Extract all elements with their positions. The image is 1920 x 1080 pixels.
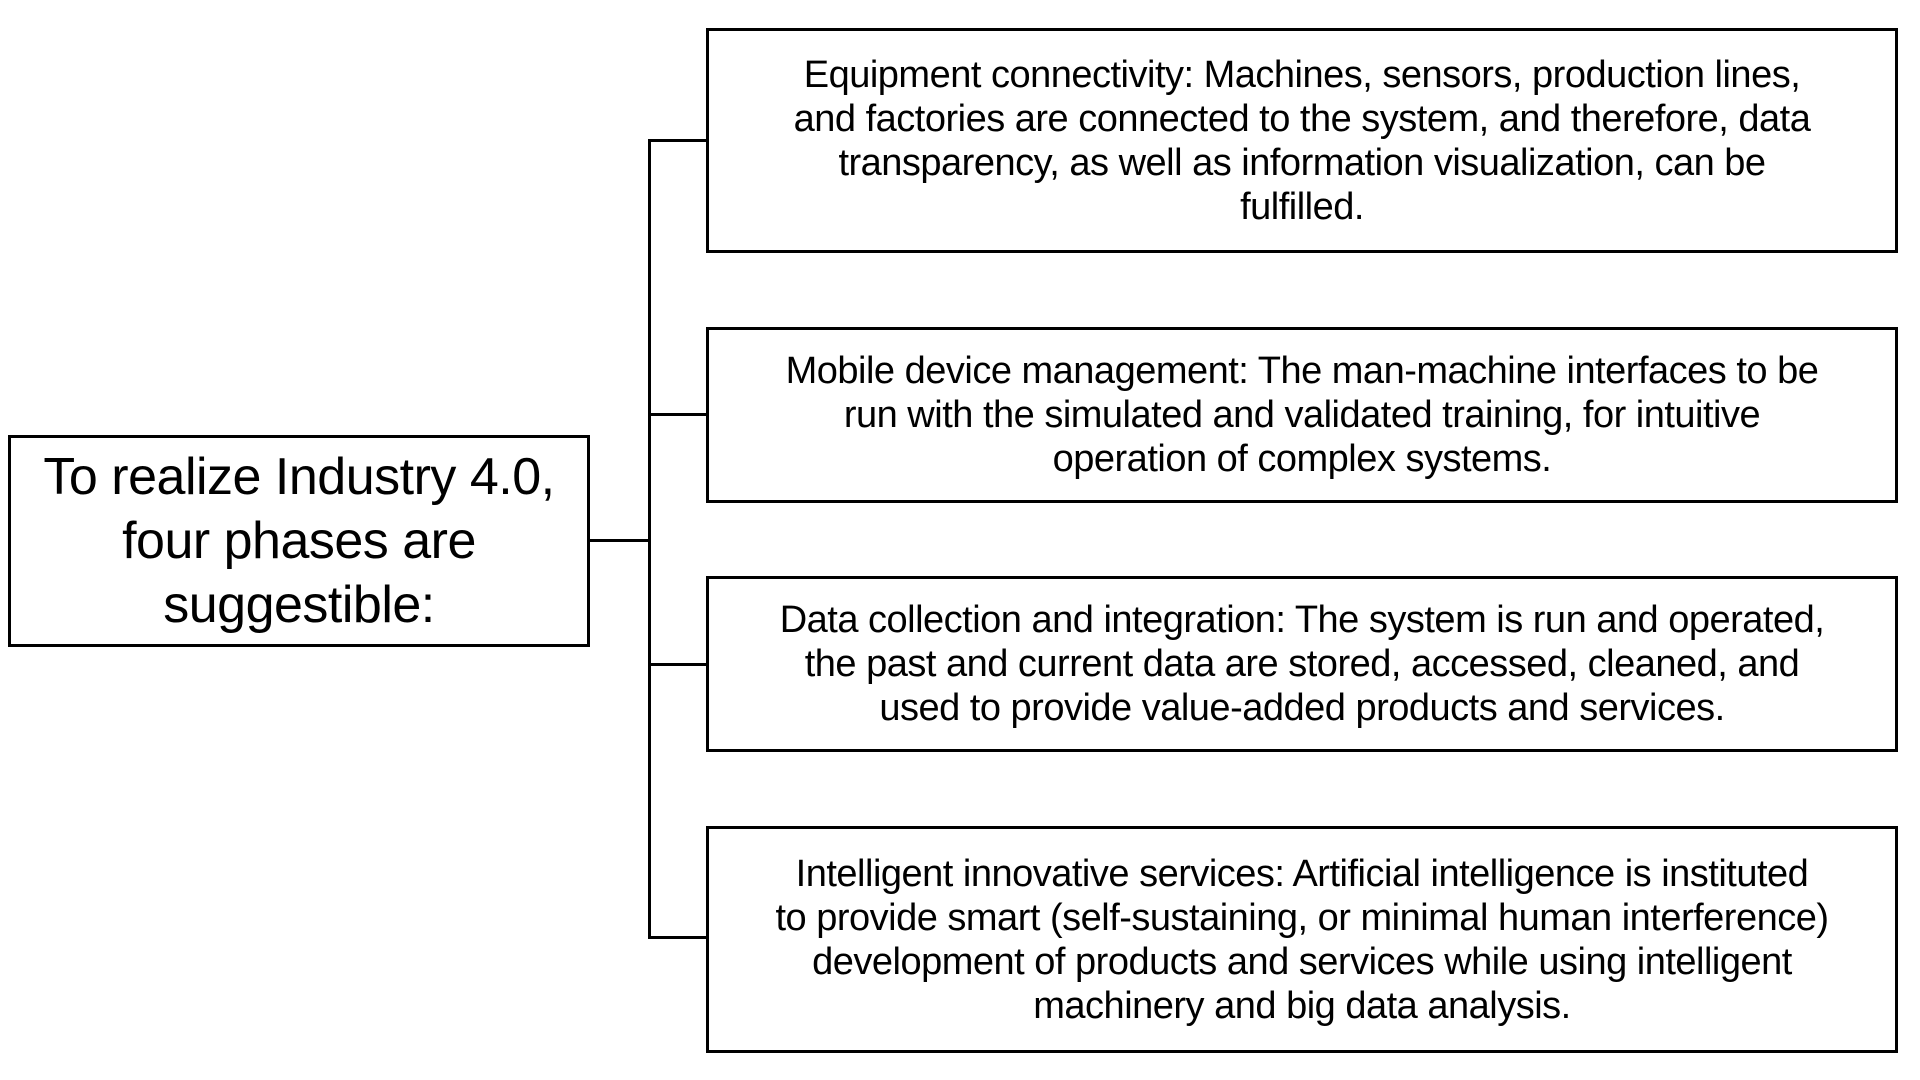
connector-stub-phase-1 — [648, 139, 706, 142]
phase-node-equipment-connectivity: Equipment connectivity: Machines, sensor… — [706, 28, 1898, 253]
phase-node-text: Intelligent innovative services: Artific… — [775, 852, 1829, 1027]
connector-root-line — [588, 539, 651, 542]
connector-trunk-line — [648, 140, 651, 938]
phase-node-text: Data collection and integration: The sys… — [779, 599, 1825, 729]
phase-node-intelligent-innovative-services: Intelligent innovative services: Artific… — [706, 826, 1898, 1053]
connector-stub-phase-2 — [648, 413, 706, 416]
root-node: To realize Industry 4.0, four phases are… — [8, 435, 590, 647]
connector-stub-phase-4 — [648, 936, 706, 939]
phase-node-mobile-device-management: Mobile device management: The man-machin… — [706, 327, 1898, 503]
connector-stub-phase-3 — [648, 663, 706, 666]
phase-node-text: Mobile device management: The man-machin… — [785, 350, 1819, 480]
phase-node-data-collection-and-integration: Data collection and integration: The sys… — [706, 576, 1898, 752]
root-node-text: To realize Industry 4.0, four phases are… — [43, 448, 555, 634]
phase-node-text: Equipment connectivity: Machines, sensor… — [793, 53, 1811, 228]
